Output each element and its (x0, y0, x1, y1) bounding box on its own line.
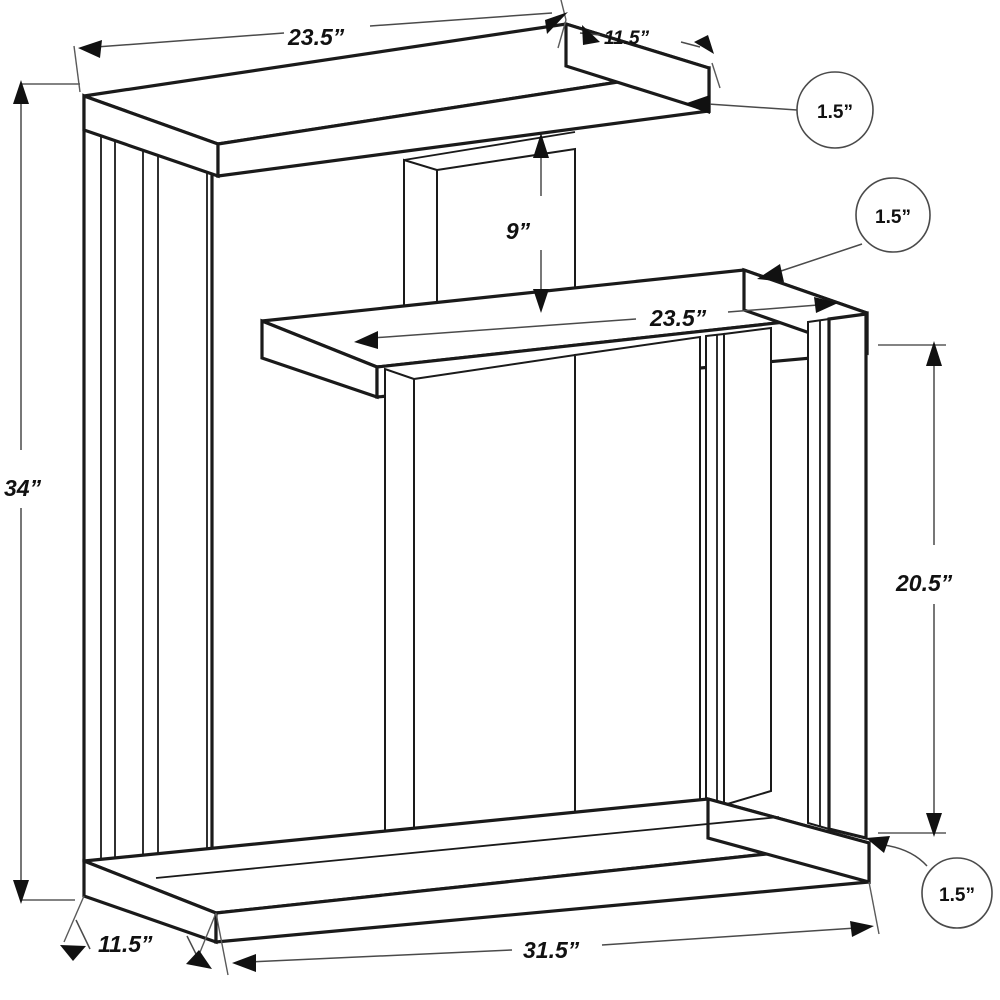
callout-label-base: 1.5” (939, 885, 975, 906)
callout-middle-thickness[interactable]: 1.5” (757, 177, 931, 282)
callout-circle-base[interactable] (921, 857, 993, 929)
callout-top-thickness[interactable]: 1.5” (684, 71, 874, 149)
dimension-label-top-width: 23.5” (287, 24, 345, 50)
dimension-label-base-depth: 11.5” (98, 931, 153, 957)
dimension-label-top-depth: 11.5” (604, 28, 650, 49)
dimension-middle-width: 23.5” (354, 297, 838, 349)
dimension-label-base-width: 31.5” (523, 937, 580, 963)
dimension-shelf-gap: 9” (506, 133, 549, 313)
dimension-top-depth: 11.5” (557, 19, 721, 89)
dimension-base-depth: 11.5” (60, 895, 217, 969)
furniture-assembly (82, 21, 871, 945)
dimension-base-width: 31.5” (215, 881, 880, 976)
dimension-label-shelf-gap: 9” (506, 218, 531, 244)
lower-center-divider (384, 353, 576, 847)
dimension-overall-height: 34” (4, 80, 80, 904)
dimension-annotations: 23.5” 11.5” 1.5” 9” (4, 0, 993, 976)
back-center-panel (574, 335, 701, 820)
dimension-lower-height: 20.5” (878, 341, 953, 837)
callout-circle-middle[interactable] (855, 177, 931, 253)
dimension-label-lower-height: 20.5” (895, 570, 953, 596)
callout-label-middle: 1.5” (875, 207, 911, 228)
base-panel (82, 796, 871, 945)
dimension-label-middle-width: 23.5” (649, 305, 707, 331)
right-side-panel (705, 312, 868, 841)
callout-circle-top[interactable] (796, 71, 874, 149)
callout-base-thickness[interactable]: 1.5” (866, 836, 993, 929)
callout-label-top: 1.5” (817, 102, 853, 123)
dimension-top-width: 23.5” (73, 0, 568, 93)
dimension-label-overall-height: 34” (4, 475, 42, 501)
left-side-panel (82, 93, 214, 901)
top-shelf (82, 21, 711, 179)
